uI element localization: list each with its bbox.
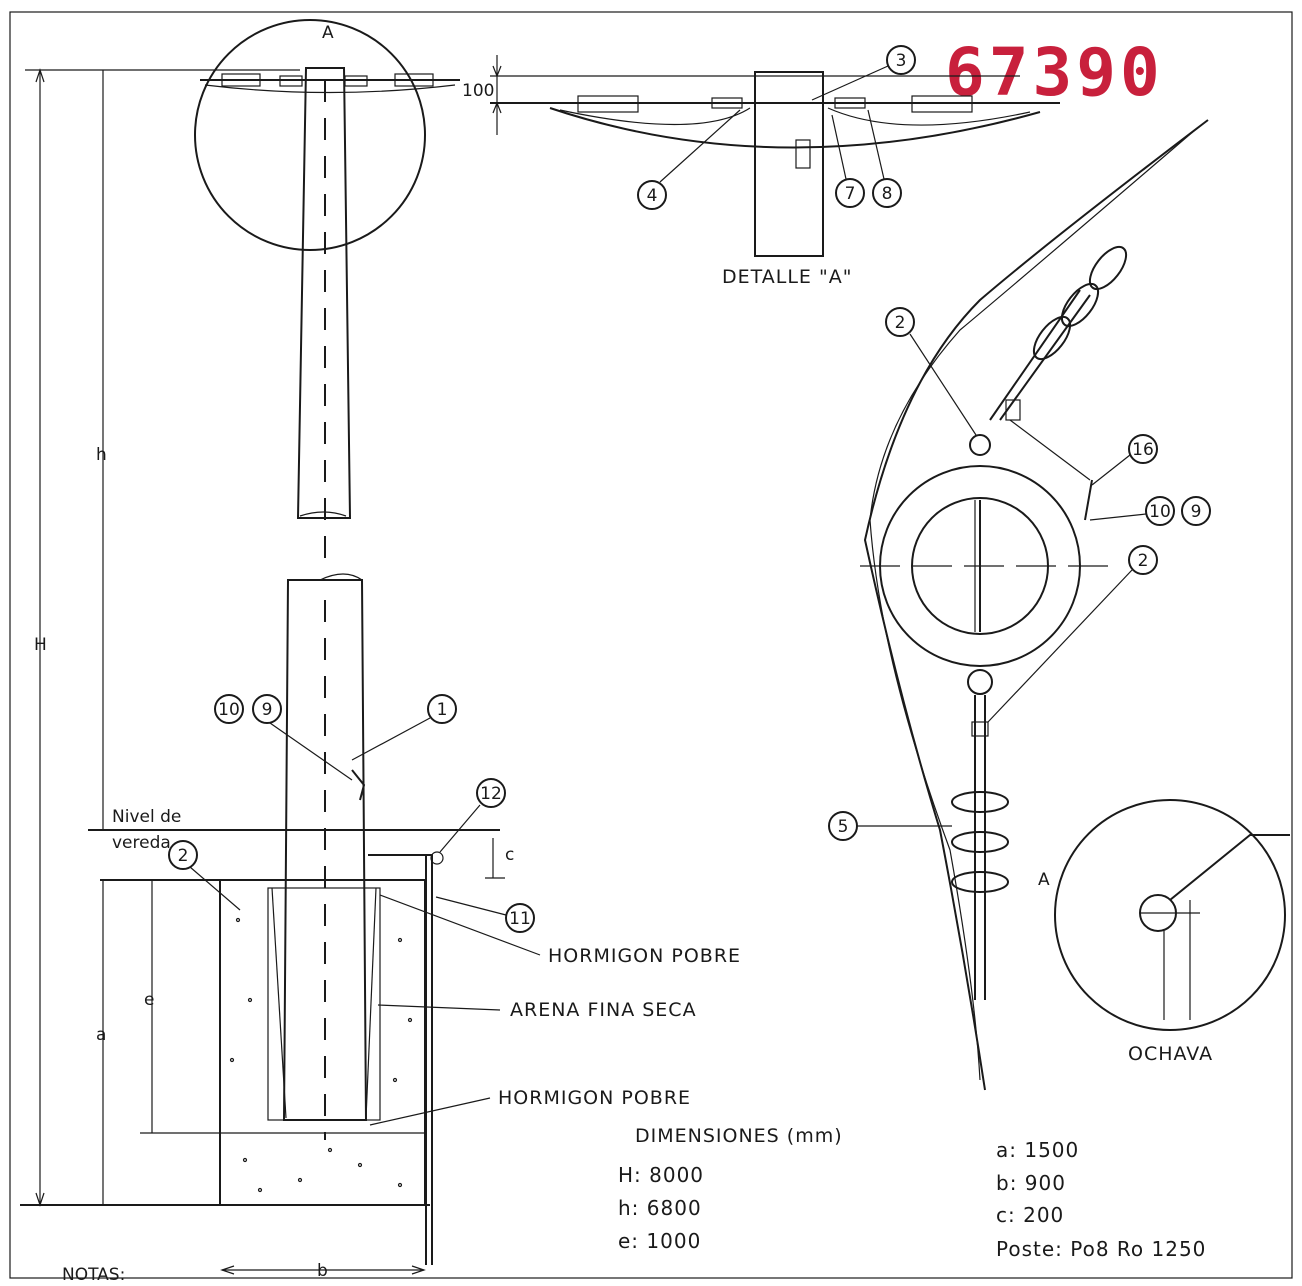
callout-8: 8 — [867, 109, 902, 208]
callout-1: 1 — [351, 694, 457, 761]
pole-upper — [296, 67, 352, 519]
callout-2-upper: 2 — [885, 307, 977, 436]
dim-H-label: H — [34, 635, 47, 655]
pole-elevation: A H h Nivel de vereda — [20, 19, 741, 1281]
dim-c-label: c — [505, 845, 514, 865]
dim-a-label: a — [96, 1025, 106, 1045]
sand-sleeve — [267, 887, 381, 1121]
callout-4: 4 — [637, 109, 741, 210]
callout-11: 11 — [435, 896, 535, 933]
detail-circle-a — [194, 19, 426, 251]
detail-circle-label: A — [322, 23, 334, 43]
dim-100: 100 — [462, 81, 494, 101]
callout-2-lower: 2 — [987, 545, 1158, 723]
svg-text:8: 8 — [882, 184, 893, 204]
svg-text:2: 2 — [178, 846, 189, 866]
dim-h-value: h: 6800 — [618, 1196, 702, 1220]
dim-b-value: b: 900 — [996, 1171, 1066, 1195]
dim-b-label: b — [317, 1261, 328, 1281]
stamp-number: 67390 — [945, 34, 1164, 111]
material-hormigon-bottom: HORMIGON POBRE — [498, 1087, 691, 1109]
dim-e-value: e: 1000 — [618, 1229, 701, 1253]
callout-5: 5 — [828, 811, 952, 841]
svg-text:1: 1 — [437, 700, 448, 720]
ochava-letter: A — [1038, 870, 1050, 890]
dim-H-value: H: 8000 — [618, 1163, 704, 1187]
svg-text:10: 10 — [1149, 502, 1171, 522]
callout-2-left: 2 — [168, 840, 241, 911]
callout-10-left: 10 — [214, 694, 244, 724]
detail-a-title: DETALLE "A" — [722, 266, 852, 288]
notas-label: NOTAS: — [62, 1265, 125, 1285]
dim-h-label: h — [96, 445, 107, 465]
foundation-block — [219, 879, 426, 1206]
sheet-border — [9, 11, 1293, 1279]
ground-label-1: Nivel de — [112, 807, 181, 827]
guy-assembly — [860, 119, 1209, 1091]
svg-text:9: 9 — [262, 700, 273, 720]
dim-a-value: a: 1500 — [996, 1138, 1079, 1162]
svg-text:7: 7 — [845, 184, 856, 204]
ground-rod — [368, 854, 433, 1265]
detail-a: 100 DETALLE "A" — [462, 55, 1060, 288]
callout-12: 12 — [439, 778, 506, 853]
callout-7: 7 — [831, 114, 865, 208]
lower-insulator — [951, 695, 1009, 1000]
dimensions-table: DIMENSIONES (mm) H: 8000 h: 6800 e: 1000… — [618, 1125, 1206, 1261]
ochava-label: OCHAVA — [1128, 1043, 1213, 1065]
svg-text:2: 2 — [895, 313, 906, 333]
upper-insulator — [989, 245, 1128, 421]
callout-10-right: 10 — [1089, 496, 1175, 526]
svg-text:10: 10 — [218, 700, 240, 720]
ground-label-2: vereda — [112, 833, 171, 853]
callout-3: 3 — [811, 45, 916, 101]
svg-text:16: 16 — [1132, 440, 1154, 460]
detail-hardware — [577, 95, 973, 169]
material-arena: ARENA FINA SECA — [510, 999, 697, 1021]
svg-text:2: 2 — [1138, 551, 1149, 571]
poste-value: Poste: Po8 Ro 1250 — [996, 1237, 1206, 1261]
svg-text:9: 9 — [1191, 502, 1202, 522]
callout-16: 16 — [1091, 434, 1158, 486]
dimensiones-title: DIMENSIONES (mm) — [635, 1125, 843, 1147]
dim-c-value: c: 200 — [996, 1203, 1064, 1227]
svg-text:5: 5 — [838, 817, 849, 837]
callout-9-right: 9 — [1181, 496, 1211, 526]
svg-text:12: 12 — [480, 784, 502, 804]
ochava-detail: A OCHAVA — [1038, 799, 1290, 1065]
svg-text:3: 3 — [896, 51, 907, 71]
concrete-speckles — [229, 917, 413, 1193]
svg-text:4: 4 — [647, 186, 658, 206]
callout-9-left: 9 — [252, 694, 353, 781]
material-hormigon-top: HORMIGON POBRE — [548, 945, 741, 967]
detail-a-pole — [754, 71, 824, 257]
dim-e-label: e — [144, 990, 154, 1010]
svg-text:11: 11 — [509, 909, 531, 929]
